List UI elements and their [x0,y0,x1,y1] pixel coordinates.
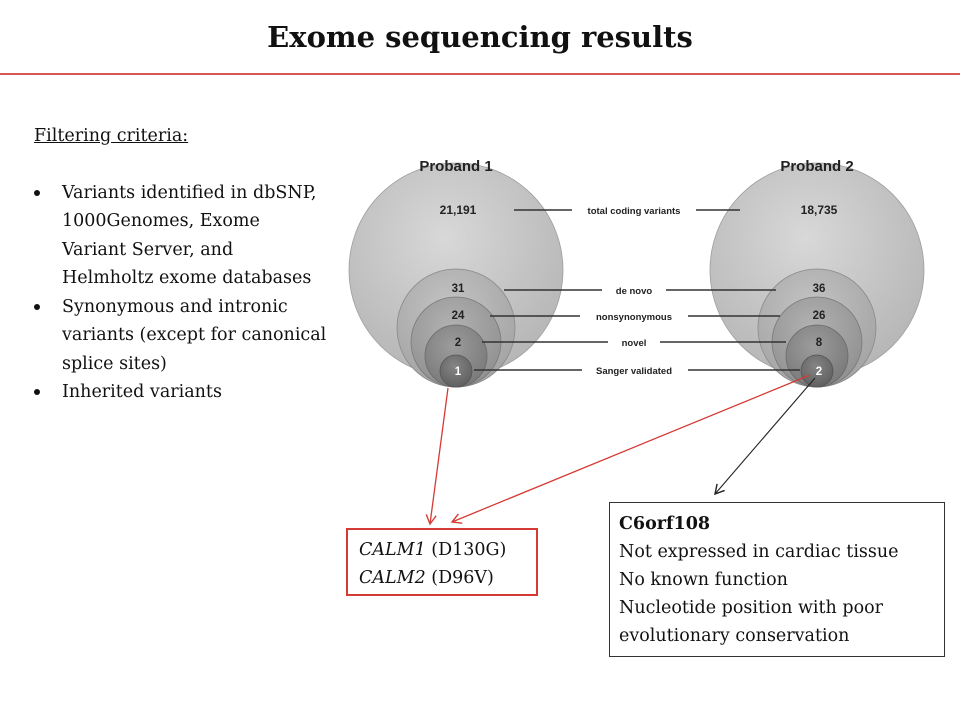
calm1-gene: CALM1 [359,540,426,560]
proband2-count-novel: 8 [816,337,823,349]
proband1-count-nonsynonymous: 24 [452,310,465,322]
calm2-gene: CALM2 [359,568,426,588]
page-title: Exome sequencing results [267,20,693,54]
proband2-circles [709,162,925,388]
criteria-item-text: Variants identified in dbSNP, 1000Genome… [62,182,317,289]
c6orf108-box: C6orf108 Not expressed in cardiac tissue… [609,502,945,657]
proband2-circle-sanger [800,354,834,388]
proband1-circle-sanger [439,354,473,388]
level-label-sanger: Sanger validated [596,366,672,377]
c6orf108-note: evolutionary conservation [619,626,850,646]
criteria-item: Inherited variants [34,378,329,407]
c6orf108-note: Nucleotide position with poor [619,598,884,618]
proband2-count-sanger: 2 [816,366,822,378]
proband1-count-total: 21,191 [440,203,477,217]
filtering-criteria: Filtering criteria: Variants identified … [34,122,329,407]
c6orf108-gene: C6orf108 [619,514,711,534]
arrow-proband2-to-c6orf108 [714,377,816,496]
level-connectors [474,209,800,371]
criteria-item: Synonymous and intronic variants (except… [34,293,329,379]
proband2-count-nonsynonymous: 26 [813,310,826,322]
bullet-icon [34,389,40,395]
arrow-proband1-to-calm [425,387,449,526]
criteria-item: Variants identified in dbSNP, 1000Genome… [34,179,329,293]
calm-variants-box: CALM1 (D130G) CALM2 (D96V) [346,528,538,596]
proband2-label: Proband 2 [780,158,853,175]
bullet-icon [34,303,40,310]
level-label-denovo: de novo [616,286,653,297]
title-divider [0,73,960,75]
criteria-item-text: Synonymous and intronic variants (except… [62,296,327,374]
criteria-item-text: Inherited variants [62,382,222,402]
filtering-criteria-heading: Filtering criteria: [34,126,189,146]
proband2-count-denovo: 36 [813,283,826,295]
bullet-icon [34,189,40,196]
proband1-circles [348,162,564,388]
level-label-nonsynonymous: nonsynonymous [596,312,672,323]
calm1-line: CALM1 (D130G) [359,536,536,564]
proband1-count-denovo: 31 [452,283,465,295]
filtering-criteria-list: Variants identified in dbSNP, 1000Genome… [34,179,329,407]
level-label-total: total coding variants [588,206,681,217]
proband1-count-sanger: 1 [455,366,462,378]
c6orf108-note: No known function [619,570,788,590]
c6orf108-note: Not expressed in cardiac tissue [619,542,899,562]
calm1-variant: (D130G) [425,540,507,560]
arrow-proband2-to-calm [450,374,811,524]
proband2-count-total: 18,735 [801,203,838,217]
calm2-line: CALM2 (D96V) [359,564,536,592]
proband1-count-novel: 2 [455,337,461,349]
proband1-label: Proband 1 [419,158,492,175]
calm2-variant: (D96V) [425,568,494,588]
level-label-novel: novel [622,338,647,349]
